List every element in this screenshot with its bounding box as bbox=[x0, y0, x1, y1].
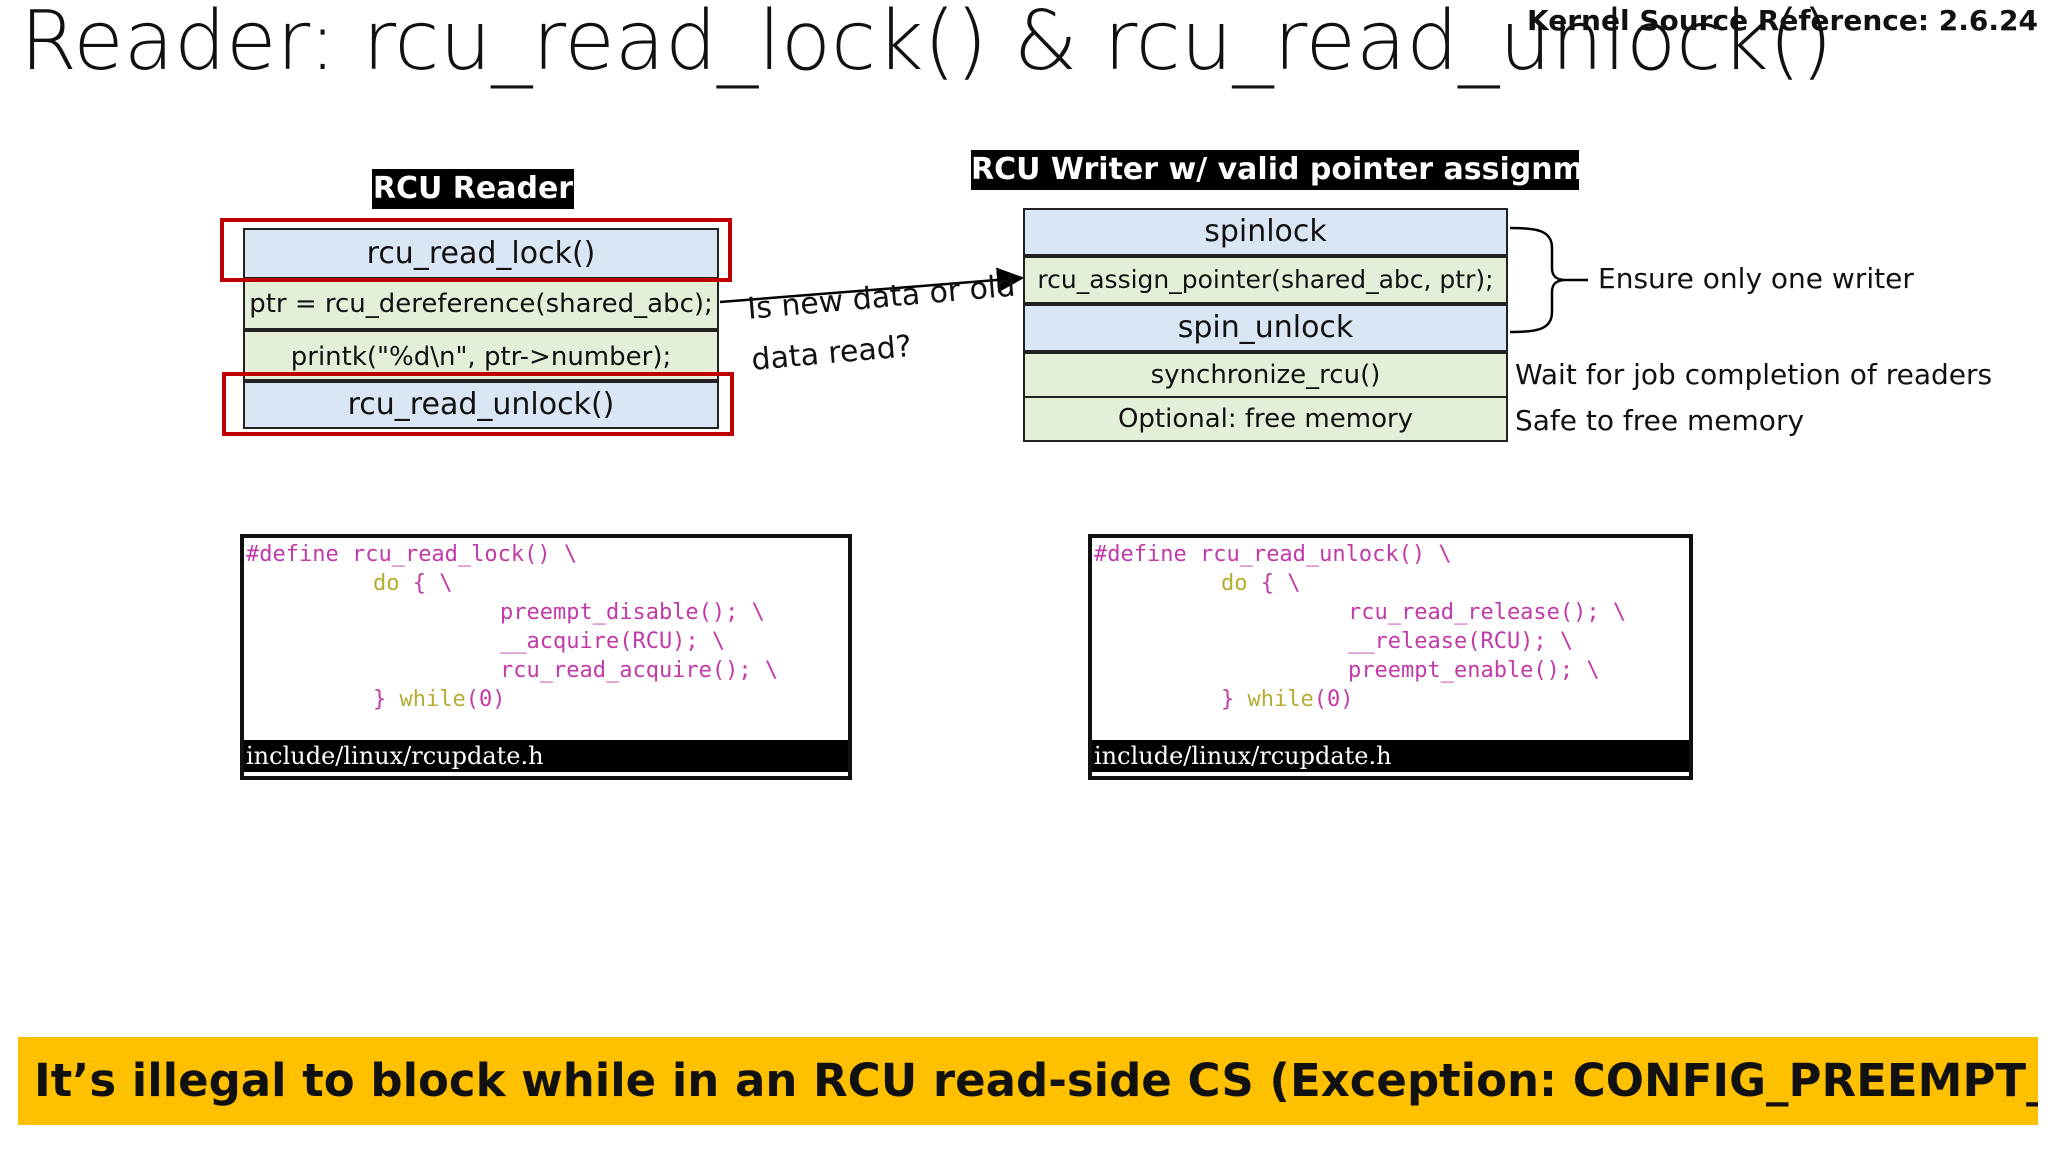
code-path: include/linux/rcupdate.h bbox=[244, 740, 848, 772]
code-line-acquire: __acquire(RCU); \ bbox=[500, 629, 726, 654]
code-line-read-acquire: rcu_read_acquire(); \ bbox=[500, 658, 779, 683]
writer-row-spin-unlock: spin_unlock bbox=[1023, 304, 1508, 352]
writer-row-free: Optional: free memory bbox=[1023, 396, 1508, 442]
question-line-2: data read? bbox=[750, 329, 914, 378]
note-safe-free: Safe to free memory bbox=[1515, 404, 1805, 437]
code-line-while: } while(0) bbox=[1221, 687, 1354, 712]
highlight-unlock bbox=[222, 372, 734, 436]
writer-brace bbox=[1509, 226, 1588, 334]
code-line-preempt-enable: preempt_enable(); \ bbox=[1348, 658, 1600, 683]
code-line-release: __release(RCU); \ bbox=[1348, 629, 1574, 654]
slide-title: Reader: rcu_read_lock() & rcu_read_unloc… bbox=[20, 0, 1833, 89]
code-line-do: do { \ bbox=[1221, 571, 1301, 596]
code-box-rcu-read-unlock: #define rcu_read_unlock() \ do { \ rcu_r… bbox=[1088, 534, 1693, 780]
note-wait-readers: Wait for job completion of readers bbox=[1515, 358, 1993, 391]
code-path: include/linux/rcupdate.h bbox=[1092, 740, 1689, 772]
reader-row-lock: rcu_read_lock() bbox=[243, 228, 719, 279]
code-line-while: } while(0) bbox=[373, 687, 506, 712]
code-line-define: #define rcu_read_lock() \ bbox=[246, 542, 578, 567]
code-line-preempt-disable: preempt_disable(); \ bbox=[500, 600, 765, 625]
writer-row-synchronize: synchronize_rcu() bbox=[1023, 352, 1508, 398]
reader-row-dereference: ptr = rcu_dereference(shared_abc); bbox=[243, 279, 719, 330]
code-line-define: #define rcu_read_unlock() \ bbox=[1094, 542, 1452, 567]
code-line-do: do { \ bbox=[373, 571, 453, 596]
highlight-lock bbox=[220, 218, 732, 282]
reader-header: RCU Reader bbox=[372, 169, 574, 209]
note-only-one-writer: Ensure only one writer bbox=[1598, 262, 1914, 295]
writer-row-spinlock: spinlock bbox=[1023, 208, 1508, 256]
warning-banner: It’s illegal to block while in an RCU re… bbox=[18, 1037, 2038, 1125]
writer-header: RCU Writer w/ valid pointer assignment bbox=[971, 150, 1640, 190]
kernel-source-reference: Kernel Source Reference: 2.6.24 bbox=[1527, 4, 2038, 37]
writer-row-assign: rcu_assign_pointer(shared_abc, ptr); bbox=[1023, 256, 1508, 304]
code-box-rcu-read-lock: #define rcu_read_lock() \ do { \ preempt… bbox=[240, 534, 852, 780]
code-line-read-release: rcu_read_release(); \ bbox=[1348, 600, 1627, 625]
reader-row-unlock: rcu_read_unlock() bbox=[243, 381, 719, 429]
dereference-arrow bbox=[719, 267, 1025, 304]
